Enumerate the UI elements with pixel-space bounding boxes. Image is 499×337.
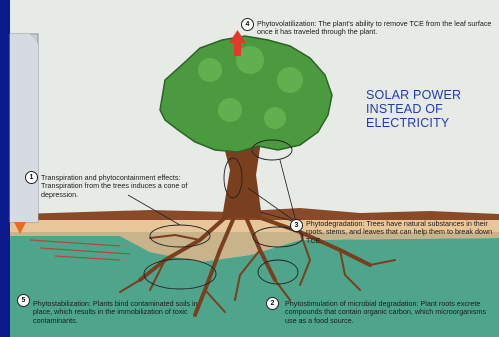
phytodegradation-label: Phytodegradation: Trees have natural sub…: [306, 220, 496, 245]
process-number-4: 4: [241, 18, 254, 31]
solar-power-overlay: SOLAR POWER INSTEAD OF ELECTRICITY: [366, 88, 486, 130]
solar-line-1: SOLAR POWER: [366, 88, 486, 102]
phytostabilization-label: Phytostabilization: Plants bind contamin…: [33, 300, 203, 325]
solar-line-3: ELECTRICITY: [366, 116, 486, 130]
phytostimulation-label: Phytostimulation of microbial degradatio…: [285, 300, 490, 325]
process-number-1: 1: [25, 171, 38, 184]
process-number-2: 2: [266, 297, 279, 310]
phytovolatilization-label: Phytovolatilization: The plant's ability…: [257, 20, 495, 37]
process-number-3: 3: [290, 219, 303, 232]
process-number-5: 5: [17, 294, 30, 307]
solar-line-2: INSTEAD OF: [366, 102, 486, 116]
transpiration-label: Transpiration and phytocontainment effec…: [41, 174, 191, 199]
